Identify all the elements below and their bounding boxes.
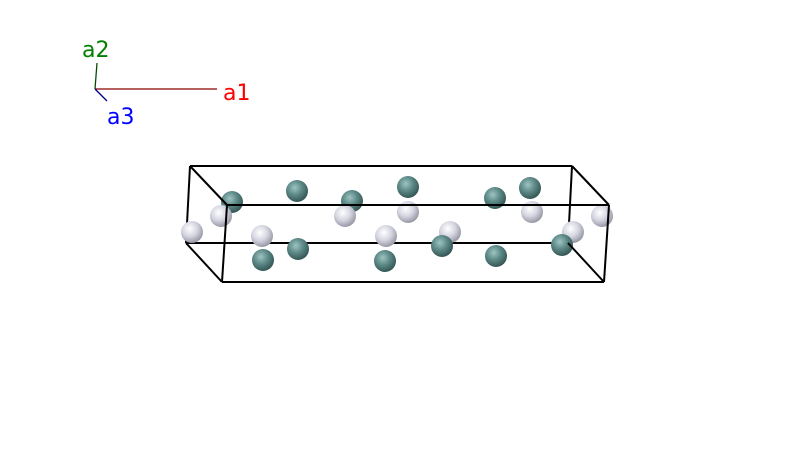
atom-teal[interactable] [431, 235, 453, 257]
atom-teal[interactable] [551, 234, 573, 256]
atom-white[interactable] [181, 221, 203, 243]
cell-edge [185, 242, 223, 283]
a2-axis-line [94, 62, 98, 90]
atom-teal[interactable] [252, 249, 274, 271]
cell-edge [571, 165, 610, 206]
atom-teal[interactable] [287, 238, 309, 260]
cell-edge [189, 165, 228, 206]
atoms [181, 176, 613, 272]
atom-white[interactable] [375, 225, 397, 247]
unit-cell-back-edges [185, 165, 573, 244]
atom-teal[interactable] [485, 245, 507, 267]
atom-white[interactable] [251, 225, 273, 247]
atom-teal[interactable] [519, 177, 541, 199]
atom-white[interactable] [334, 205, 356, 227]
atom-teal[interactable] [397, 176, 419, 198]
atom-white[interactable] [210, 205, 232, 227]
atom-white[interactable] [397, 201, 419, 223]
atom-teal[interactable] [484, 187, 506, 209]
cell-edge [567, 242, 605, 283]
atom-teal[interactable] [286, 180, 308, 202]
a3-axis-line [94, 88, 108, 102]
atom-white[interactable] [521, 201, 543, 223]
atom-teal[interactable] [374, 250, 396, 272]
a2-axis-label: a2 [82, 38, 109, 63]
axis-indicator: a1 a2 a3 [82, 38, 250, 130]
a3-axis-label: a3 [107, 105, 134, 130]
cell-edge [221, 204, 228, 283]
cell-edge [603, 204, 610, 283]
unit-cell-front-edges [185, 165, 610, 283]
a1-axis-label: a1 [223, 81, 250, 106]
